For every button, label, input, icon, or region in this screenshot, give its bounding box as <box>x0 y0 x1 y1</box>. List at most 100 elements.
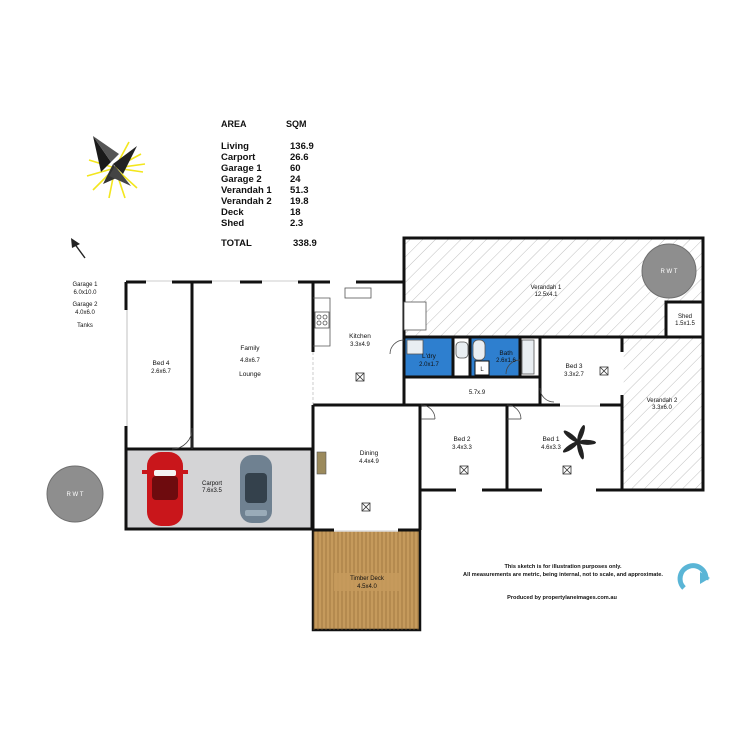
room-bed4: Bed 4 2.6x6.7 <box>151 360 171 375</box>
garage1-dims: 6.0x10.0 <box>73 290 97 296</box>
area-table: AREA SQM Living 136.9 Carport 26.6 Garag… <box>221 119 317 249</box>
red-car <box>142 452 188 526</box>
tank-label: R W T <box>661 269 678 275</box>
room-bed2: Bed 2 3.4x3.3 <box>452 436 472 451</box>
area-row-value: 18 <box>290 207 301 218</box>
room-bed1: Bed 1 4.6x3.3 <box>541 436 561 451</box>
disclaimer-line-2: All measurements are metric, being inter… <box>463 572 663 578</box>
area-row-value: 2.3 <box>290 218 303 229</box>
area-row-label: Verandah 1 <box>221 185 272 196</box>
bed3-dims: 3.3x2.7 <box>564 372 584 378</box>
bed1-label: Bed 1 <box>543 436 560 443</box>
rainwater-tank: R W T <box>46 465 104 523</box>
area-row: Carport 26.6 <box>221 152 309 163</box>
verandah-2: Verandah 2 3.3x6.0 <box>620 335 705 492</box>
tank-label: R W T <box>67 492 84 498</box>
area-row: Verandah 2 19.8 <box>221 196 309 207</box>
area-row: Verandah 1 51.3 <box>221 185 309 196</box>
svg-text:L: L <box>480 367 484 373</box>
room-family: Family 4.8x6.7 Lounge <box>239 345 261 378</box>
area-row: Garage 1 60 <box>221 163 301 174</box>
area-row-value: 136.9 <box>290 141 314 152</box>
total-value: 338.9 <box>293 238 317 249</box>
carport-dims: 7.6x3.5 <box>202 488 222 494</box>
deck-label: Timber Deck <box>350 576 385 582</box>
area-row-label: Garage 1 <box>221 163 262 174</box>
carport-label: Carport <box>202 481 222 487</box>
bath-dims: 2.6x1.6 <box>496 358 516 364</box>
bath-label: Bath <box>499 350 513 357</box>
brand-logo-icon <box>677 563 710 590</box>
shed-label: Shed <box>678 314 692 320</box>
bed4-dims: 2.6x6.7 <box>151 369 171 375</box>
hall-dims: 5.7x.9 <box>469 390 486 396</box>
area-row-label: Living <box>221 141 249 152</box>
outbuildings-list: Garage 1 6.0x10.0 Garage 2 4.0x6.0 Tanks <box>72 282 98 329</box>
disclaimer-line-1: This sketch is for illustration purposes… <box>504 564 622 570</box>
laundry-label: L'dry <box>422 353 437 360</box>
windows <box>124 280 624 532</box>
area-column-header: AREA <box>221 119 247 129</box>
garage1-label: Garage 1 <box>72 282 98 288</box>
family-label: Family <box>240 345 260 352</box>
kitchen-label: Kitchen <box>349 333 371 340</box>
bed3-label: Bed 3 <box>566 363 583 370</box>
doors <box>171 339 555 450</box>
garage2-dims: 4.0x6.0 <box>75 310 95 316</box>
area-row-value: 24 <box>290 174 301 185</box>
verandah1-dims: 12.5x4.1 <box>534 292 558 298</box>
room-bath: Bath 2.6x1.6 <box>496 350 516 364</box>
room-dining: Dining 4.4x4.9 <box>359 450 379 465</box>
area-row-value: 51.3 <box>290 185 309 196</box>
shed: Shed 1.5x1.5 <box>664 300 705 339</box>
credit-text: Produced by propertylaneimages.com.au <box>507 595 617 601</box>
total-label: TOTAL <box>221 238 252 249</box>
area-row-label: Verandah 2 <box>221 196 272 207</box>
rainwater-tank: R W T <box>641 243 697 299</box>
verandah2-dims: 3.3x6.0 <box>652 405 672 411</box>
deck-dims: 4.5x4.0 <box>357 584 377 590</box>
light-fixture-icons <box>355 366 609 512</box>
room-laundry: L'dry 2.0x1.7 <box>419 353 439 368</box>
timber-deck: Timber Deck 4.5x4.0 <box>311 528 422 632</box>
wc: L <box>474 360 490 376</box>
disclaimer: This sketch is for illustration purposes… <box>463 564 663 601</box>
area-row-label: Shed <box>221 218 244 229</box>
area-row-value: 60 <box>290 163 301 174</box>
verandah2-label: Verandah 2 <box>647 398 678 404</box>
area-row-label: Garage 2 <box>221 174 262 185</box>
bath-fixtures <box>406 339 535 375</box>
area-row-value: 26.6 <box>290 152 309 163</box>
laundry-dims: 2.0x1.7 <box>419 362 439 368</box>
dining-dims: 4.4x4.9 <box>359 459 379 465</box>
area-row: Shed 2.3 <box>221 218 303 229</box>
area-row-value: 19.8 <box>290 196 309 207</box>
area-row: Living 136.9 <box>221 141 314 152</box>
lounge-label: Lounge <box>239 371 261 378</box>
bed2-label: Bed 2 <box>454 436 471 443</box>
kitchen-fixtures <box>313 287 427 347</box>
tanks-label: Tanks <box>77 323 93 329</box>
bed1-dims: 4.6x3.3 <box>541 445 561 451</box>
room-kitchen: Kitchen 3.3x4.9 <box>349 333 371 348</box>
window-lines <box>126 280 600 532</box>
area-row-label: Deck <box>221 207 244 218</box>
dining-side-unit <box>316 451 327 475</box>
bed4-label: Bed 4 <box>153 360 170 367</box>
kitchen-dims: 3.3x4.9 <box>350 342 370 348</box>
room-bed3: Bed 3 3.3x2.7 <box>564 363 584 378</box>
area-row-label: Carport <box>221 152 256 163</box>
compass-icon <box>86 136 146 199</box>
area-row: Deck 18 <box>221 207 301 218</box>
north-arrow-icon <box>71 238 86 259</box>
garage2-label: Garage 2 <box>72 302 98 308</box>
dining-label: Dining <box>360 450 379 457</box>
sqm-column-header: SQM <box>286 119 307 129</box>
area-row: Garage 2 24 <box>221 174 301 185</box>
verandah1-label: Verandah 1 <box>531 285 562 291</box>
family-dims: 4.8x6.7 <box>240 358 260 364</box>
grey-car <box>240 455 272 523</box>
bed2-dims: 3.4x3.3 <box>452 445 472 451</box>
ceiling-fan-icon <box>562 425 596 460</box>
